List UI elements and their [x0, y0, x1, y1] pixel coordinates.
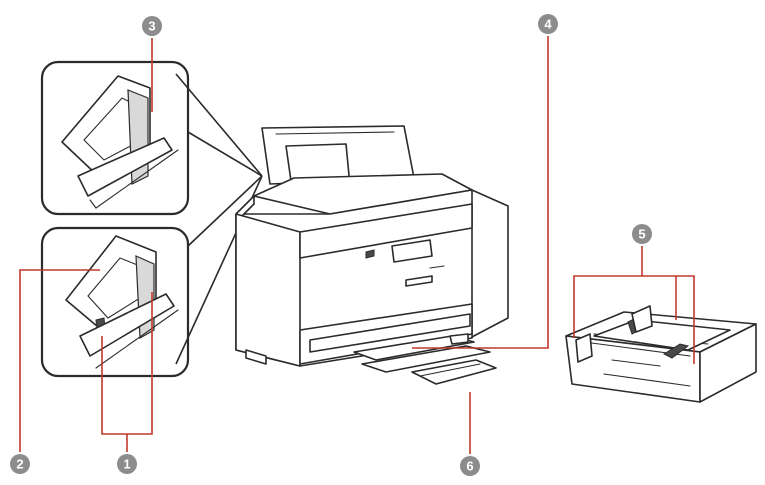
leader-line-5: [573, 275, 695, 364]
callout-label-4: 4: [544, 17, 552, 32]
callout-label-3: 3: [148, 19, 155, 34]
callout-label-6: 6: [466, 459, 473, 474]
printer-illustration: [235, 125, 509, 385]
callout-marker-6: 6: [460, 456, 480, 476]
callout-marker-2: 2: [10, 454, 30, 474]
callout-marker-5: 5: [632, 224, 652, 244]
callout-label-1: 1: [123, 457, 130, 472]
inset-rear-feed-top: [40, 60, 190, 216]
callout-label-2: 2: [16, 457, 23, 472]
leader-lines: [19, 36, 695, 454]
inset-rear-feed-bottom: [40, 226, 190, 378]
callout-marker-4: 4: [538, 14, 558, 34]
paper-cassette-illustration: [565, 305, 757, 403]
leader-line-4: [412, 36, 549, 349]
callout-markers: 1 2 3 4 5 6: [10, 14, 652, 476]
callout-marker-3: 3: [142, 16, 162, 36]
callout-marker-1: 1: [117, 454, 137, 474]
callout-label-5: 5: [638, 227, 645, 242]
leader-line-2: [19, 269, 100, 452]
